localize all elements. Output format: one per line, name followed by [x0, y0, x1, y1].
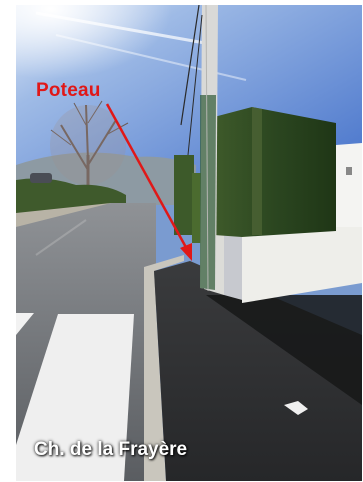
- hedge-distant: [174, 155, 194, 235]
- callout-arrowhead: [180, 243, 192, 261]
- hedge-edge: [252, 107, 262, 235]
- street-photo: [16, 5, 362, 481]
- pole-shadow-side: [200, 95, 216, 290]
- hedge: [214, 107, 336, 237]
- tree-canopy: [50, 105, 126, 185]
- street-scene: [16, 5, 362, 481]
- pavement-mark: [284, 401, 308, 415]
- callout-label: Poteau: [36, 80, 101, 101]
- garden-wall: [242, 227, 362, 303]
- contrail: [35, 11, 217, 47]
- road-marking: [35, 219, 87, 256]
- cable: [187, 14, 203, 156]
- crosswalk-stripe: [16, 314, 134, 481]
- wall-light: [346, 167, 352, 175]
- street-name-caption: Ch. de la Frayère: [34, 439, 188, 460]
- crosswalk-stripe: [16, 313, 34, 335]
- wall-pillar: [336, 143, 362, 227]
- pole-edge: [205, 5, 209, 292]
- cable: [180, 5, 200, 126]
- curb: [144, 255, 184, 481]
- wall-shadow: [206, 295, 362, 405]
- parked-car: [30, 173, 52, 183]
- callout-arrow: [105, 103, 190, 252]
